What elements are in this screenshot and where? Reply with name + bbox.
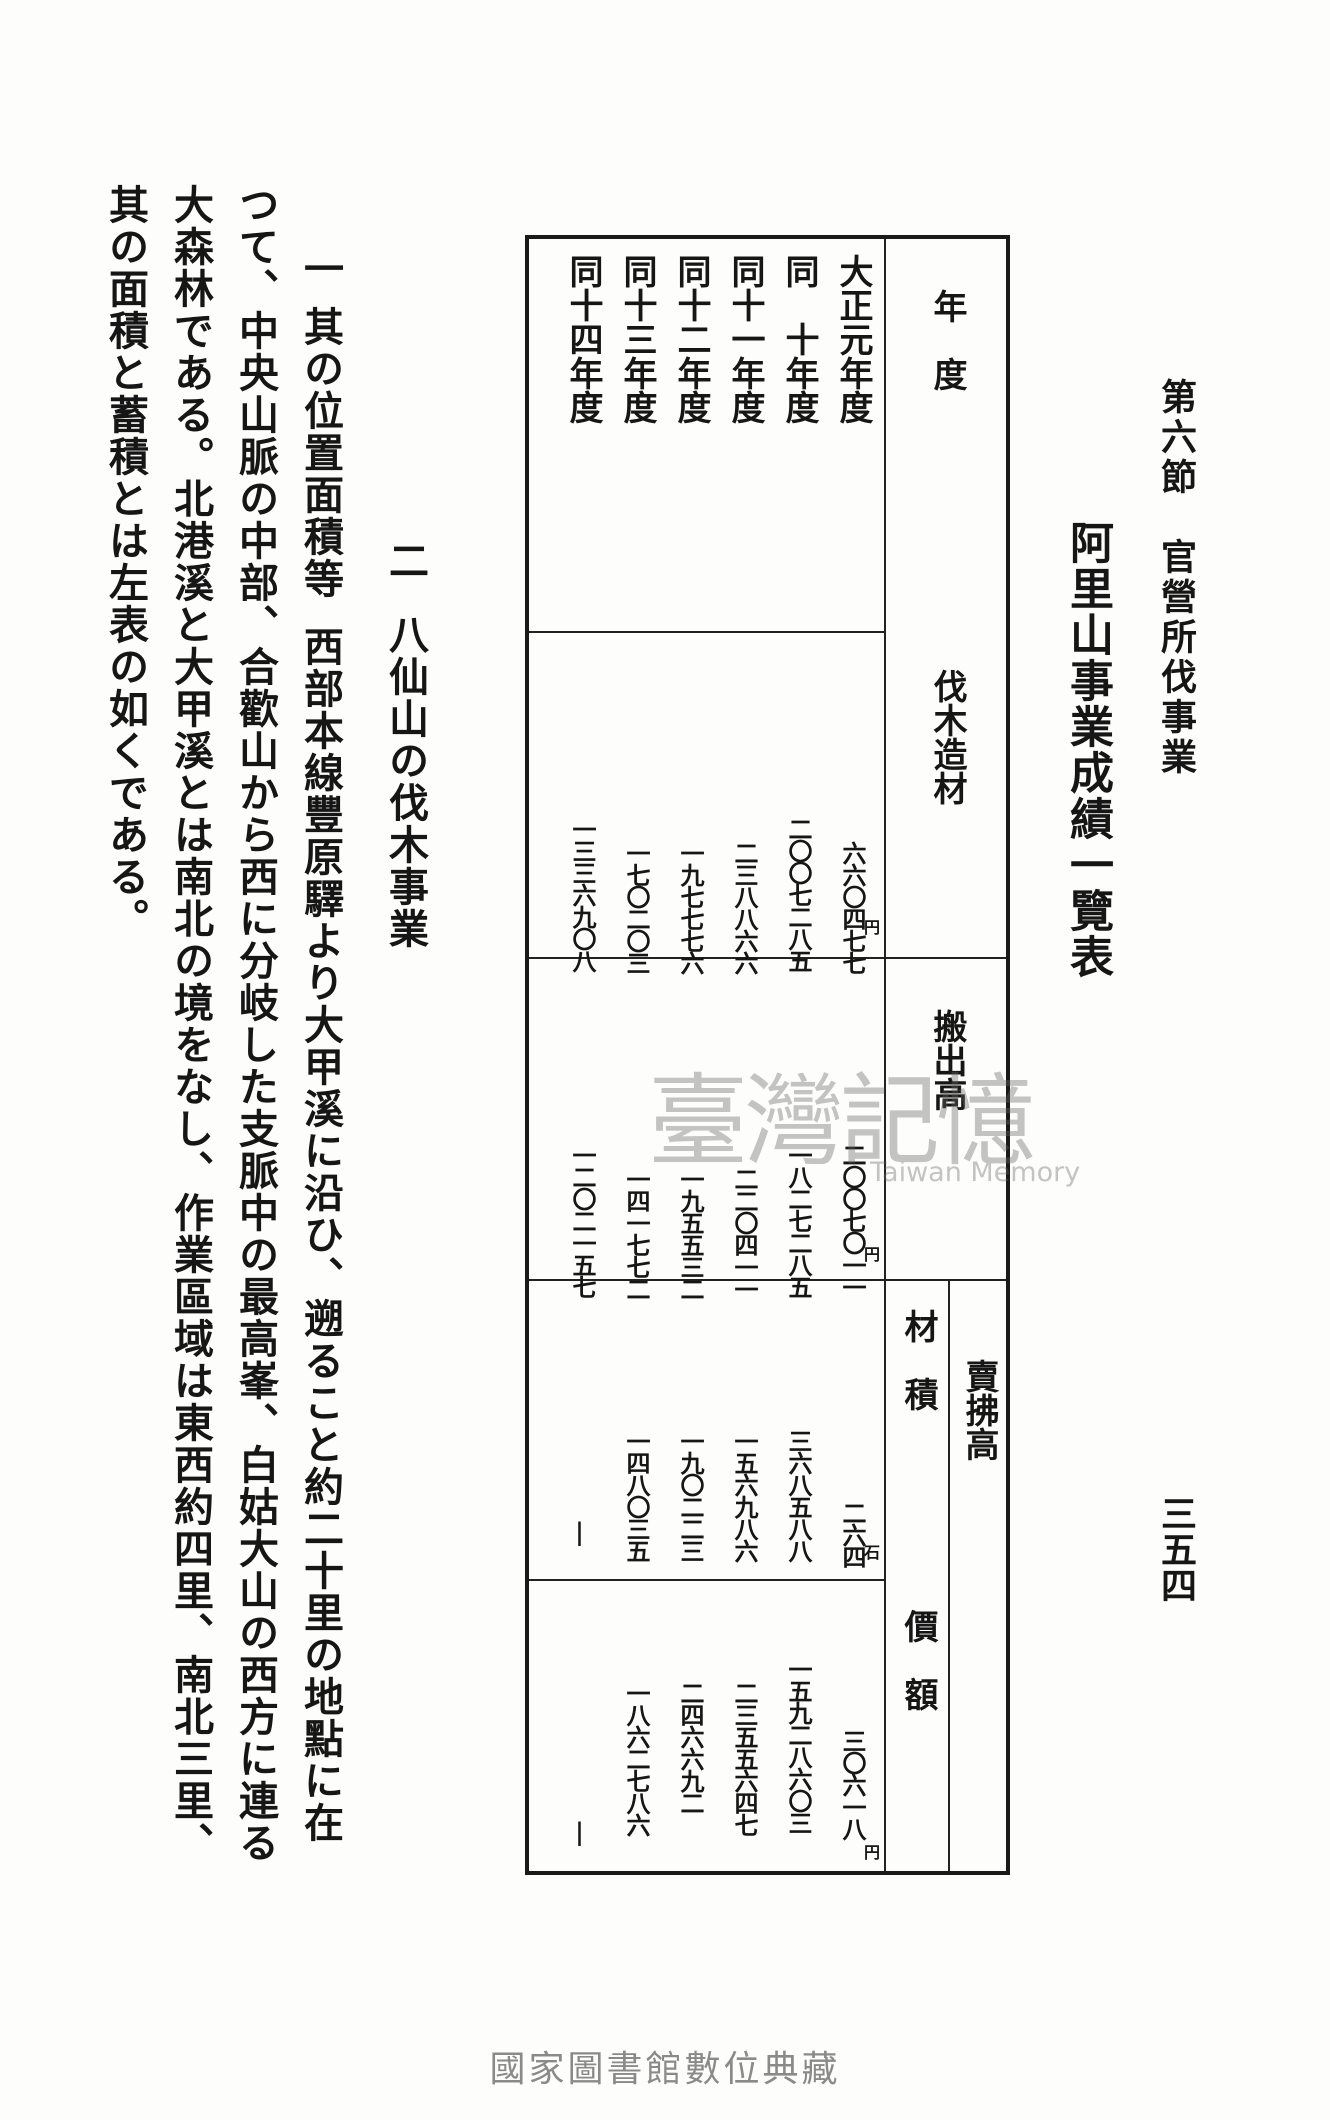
row-divider bbox=[529, 957, 1006, 959]
table-cell-felling: 一七〇二〇三 bbox=[622, 841, 651, 973]
table-cell-volume: 一九〇二二三 bbox=[676, 1429, 705, 1561]
table-cell-volume: | bbox=[565, 1517, 594, 1544]
watermark-logo: 臺灣記憶 bbox=[648, 1063, 1036, 1180]
subheading-number: 一 bbox=[297, 248, 344, 290]
header-sales: 賣拂高 bbox=[959, 1359, 999, 1461]
body-line-2: つて、中央山脈の中部、合歡山から西に分岐した支脈中の最高峯、白姑大山の西方に連る bbox=[232, 184, 279, 1864]
table-cell-volume: 二六四 bbox=[838, 1501, 867, 1567]
table-cell-felling: 六六〇四七七 bbox=[838, 841, 867, 973]
table-cell-price: 三〇六一八 bbox=[838, 1729, 867, 1839]
subheading-title: 其の位置面積等 bbox=[297, 306, 344, 600]
unit-koku: 石 bbox=[864, 1543, 881, 1562]
table-cell-price: 一八六二七八六 bbox=[622, 1681, 651, 1835]
footer-credit: 國家圖書館數位典藏 bbox=[489, 2049, 841, 2090]
section-heading-number: 二 bbox=[382, 540, 429, 582]
section-title: 第六節 官營所伐事業 bbox=[1155, 378, 1197, 778]
table-cell-felling: 二〇〇七二八五 bbox=[784, 817, 813, 971]
table-cell-volume: 三六八五八八 bbox=[784, 1429, 813, 1561]
header-divider bbox=[948, 1279, 950, 1871]
table-cell-year: 同十二年度 bbox=[671, 254, 711, 424]
page-number: 三五四 bbox=[1155, 1495, 1197, 1603]
header-felling: 伐木造材 bbox=[927, 669, 967, 805]
table-cell-transport: 一二〇二一五七 bbox=[568, 1143, 597, 1297]
body-line-3: 大森林である。北港溪と大甲溪とは南北の境をなし、作業區域は東西約四里、南北三里、 bbox=[167, 184, 214, 1864]
table-cell-year: 同十一年度 bbox=[725, 254, 765, 424]
body-line-1: 一其の位置面積等西部本線豐原驛より大甲溪に沿ひ、遡ること約二十里の地點に在 bbox=[297, 248, 344, 1844]
table-cell-transport: 一九五五三二 bbox=[676, 1167, 705, 1299]
header-volume: 材 積 bbox=[898, 1309, 938, 1411]
table-cell-transport: 二二〇四一一 bbox=[730, 1167, 759, 1299]
table-cell-volume: 一四八〇三五 bbox=[622, 1429, 651, 1561]
table-cell-transport: 一四一七七二 bbox=[622, 1167, 651, 1299]
header-transport: 搬出高 bbox=[927, 1009, 967, 1111]
body-text: 西部本線豐原驛より大甲溪に沿ひ、遡ること約二十里の地點に在 bbox=[297, 626, 344, 1844]
row-divider bbox=[529, 1279, 1006, 1281]
unit-yen: 円 bbox=[864, 1245, 881, 1264]
table-cell-felling: 一三三六九〇八 bbox=[568, 817, 597, 971]
table-cell-volume: 一五六九八六 bbox=[730, 1429, 759, 1561]
watermark: 臺灣記憶 Taiwan Memory bbox=[648, 1040, 1108, 1240]
header-year: 年 度 bbox=[927, 289, 967, 391]
header-price: 價 額 bbox=[898, 1609, 938, 1711]
section-heading-title: 八仙山の伐木事業 bbox=[382, 614, 429, 950]
table-cell-transport: 一八二七二八五 bbox=[784, 1143, 813, 1297]
table-cell-year: 同十三年度 bbox=[617, 254, 657, 424]
body-line-4: 其の面積と蓄積とは左表の如くである。 bbox=[102, 184, 149, 940]
table-cell-price: 二四六六九二 bbox=[676, 1681, 705, 1813]
table-cell-year: 同 十年度 bbox=[779, 254, 819, 424]
watermark-text: Taiwan Memory bbox=[870, 1157, 1081, 1188]
unit-yen: 円 bbox=[864, 918, 881, 937]
header-divider bbox=[884, 239, 886, 1871]
results-table: 年 度 伐木造材 搬出高 賣拂高 材 積 價 額 大正元年度 同 十年度 同十一… bbox=[525, 235, 1010, 1875]
table-cell-felling: 二三八八六六 bbox=[730, 841, 759, 973]
table-cell-year: 大正元年度 bbox=[833, 254, 873, 424]
table-cell-year: 同十四年度 bbox=[563, 254, 603, 424]
table-title: 阿里山事業成績一覽表 bbox=[1062, 520, 1113, 980]
table-cell-price: 一五九二八六〇三 bbox=[784, 1657, 813, 1833]
table-cell-felling: 一九七七七六 bbox=[676, 841, 705, 973]
unit-yen: 円 bbox=[864, 1843, 881, 1862]
table-cell-price: | bbox=[565, 1817, 594, 1844]
row-divider bbox=[529, 631, 884, 633]
row-divider bbox=[529, 1579, 884, 1581]
table-cell-price: 二三五五六四七 bbox=[730, 1681, 759, 1835]
table-cell-transport: 二〇〇七〇一一 bbox=[838, 1143, 867, 1297]
section-heading: 二八仙山の伐木事業 bbox=[382, 540, 429, 950]
